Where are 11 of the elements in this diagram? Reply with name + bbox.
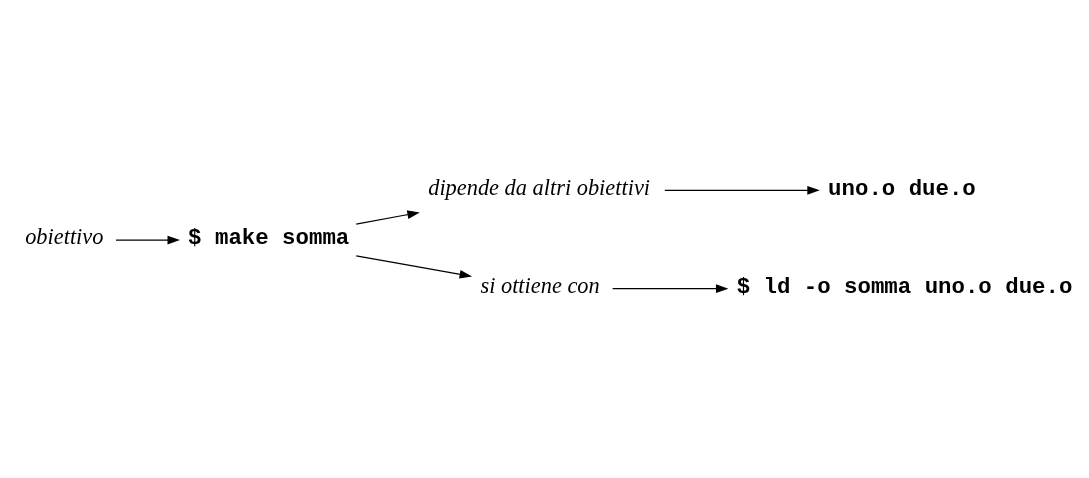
node-text: obiettivo — [25, 223, 104, 249]
arrow — [612, 283, 729, 293]
node-text: $ ld -o somma uno.o due.o — [736, 273, 1073, 300]
arrow — [355, 209, 420, 225]
arrow — [355, 254, 473, 279]
node-text: uno.o due.o — [828, 175, 976, 202]
arrow — [115, 235, 180, 244]
arrow — [664, 185, 820, 195]
node-text: si ottiene con — [480, 272, 600, 298]
node-text: dipende da altri obiettivi — [428, 174, 651, 200]
node-text: $ make somma — [188, 224, 350, 251]
